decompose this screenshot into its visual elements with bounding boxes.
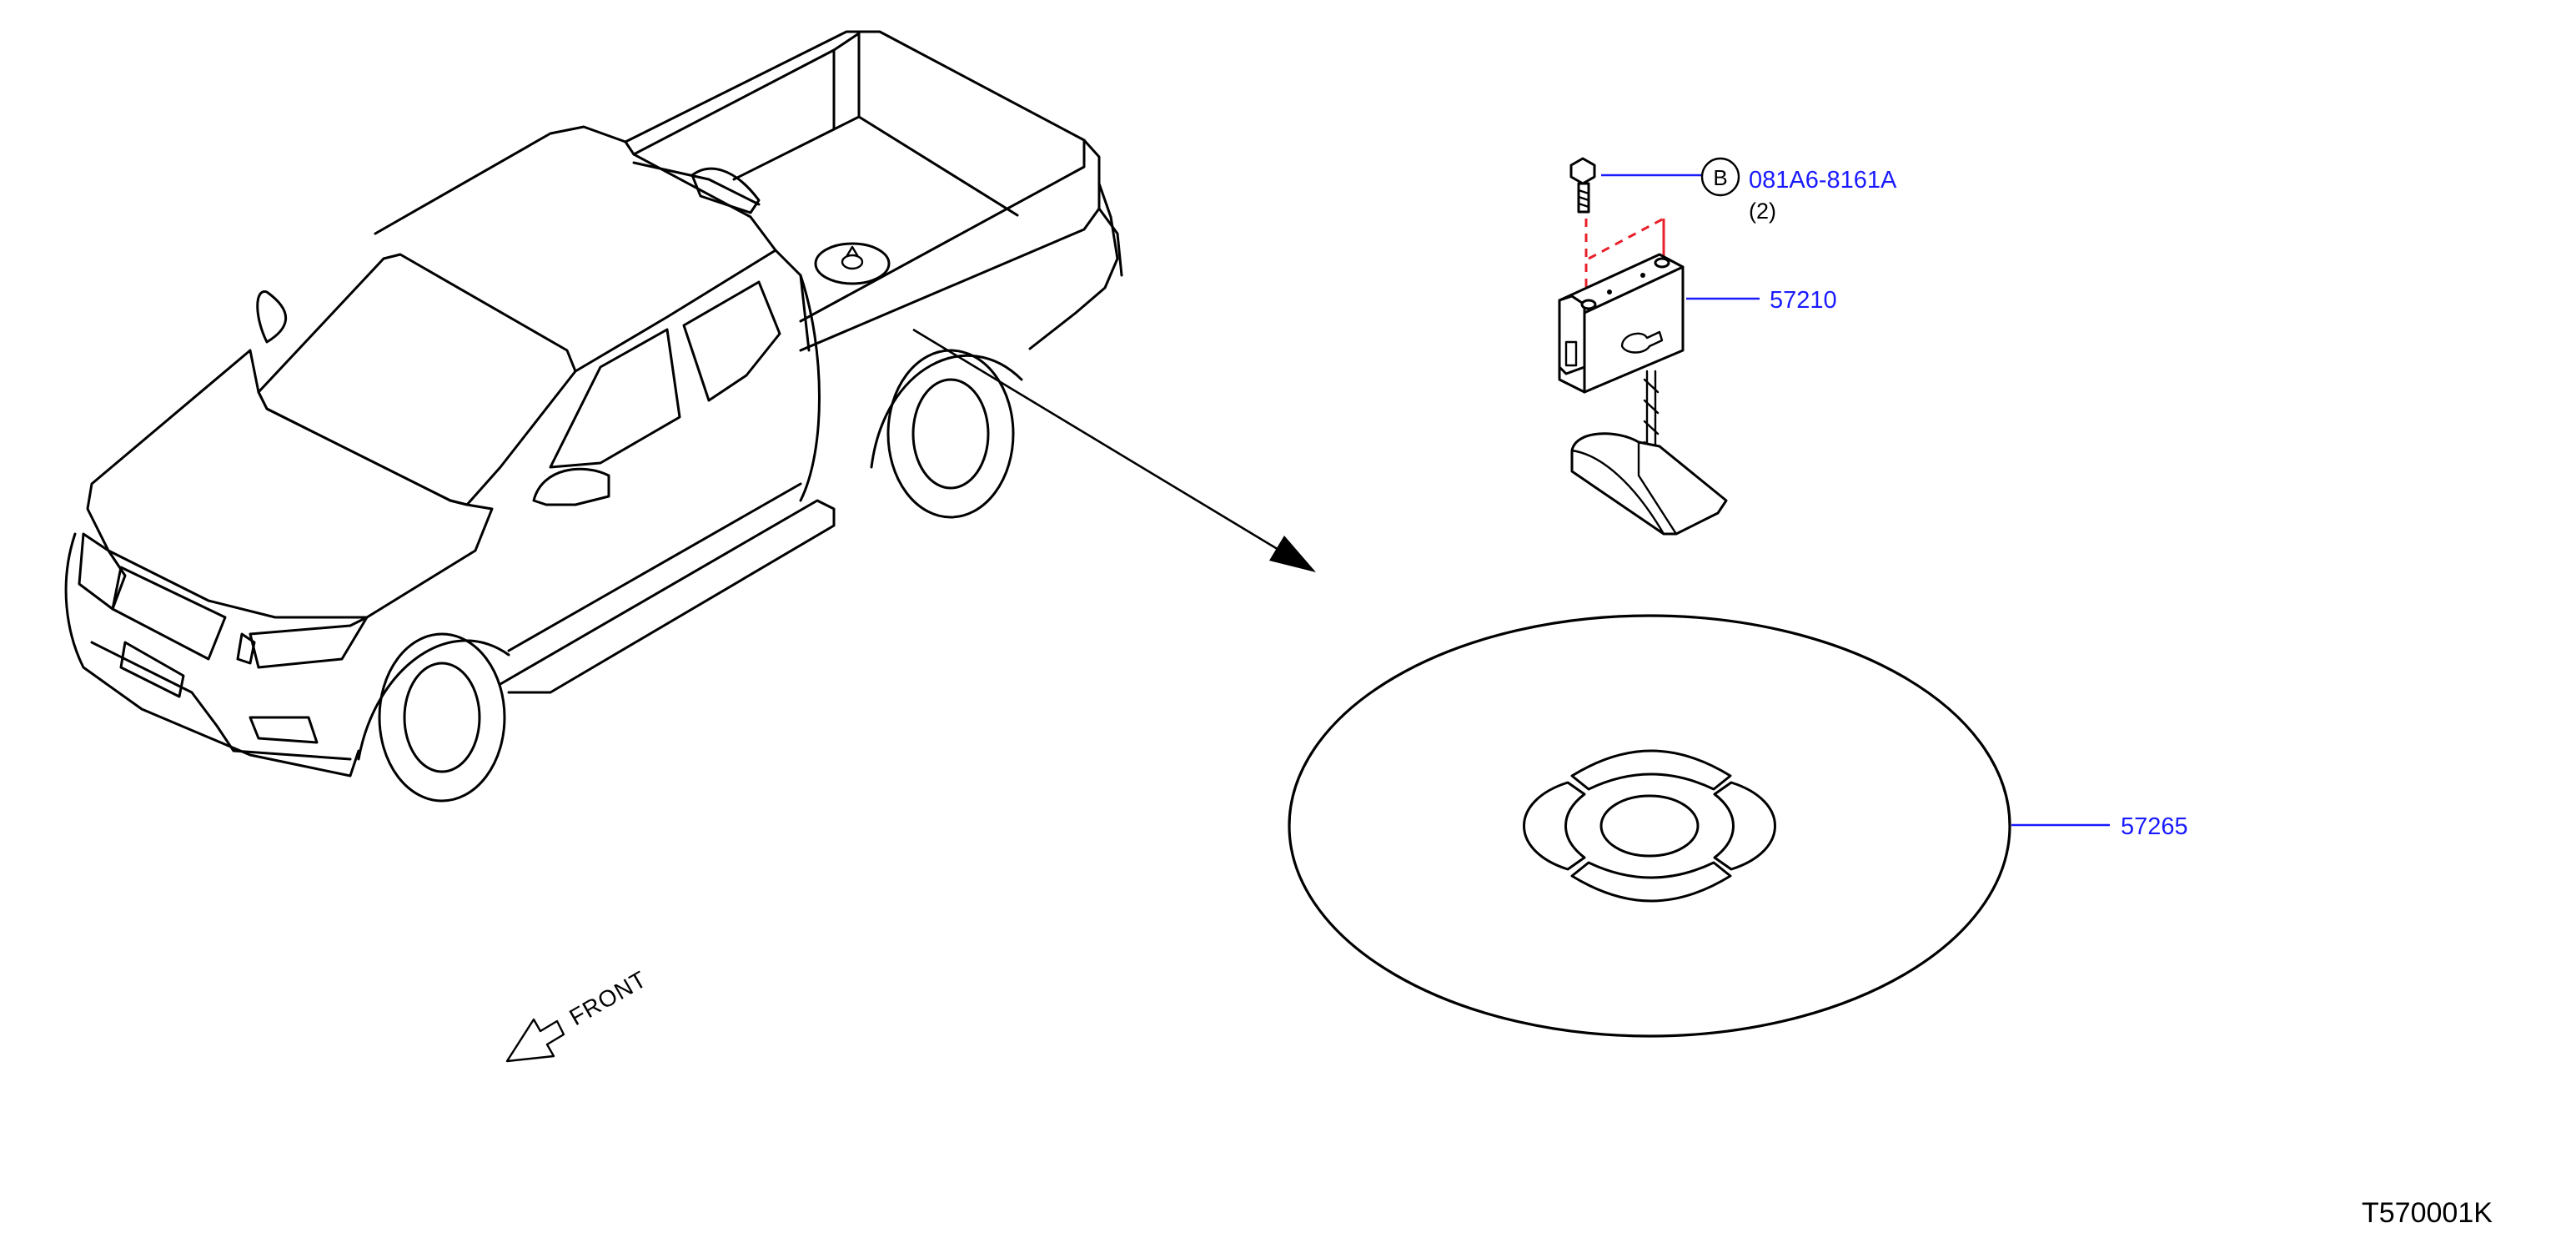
carrier-part-number: 57210 <box>1770 287 1837 314</box>
bolt-illustration <box>1569 157 1596 214</box>
spare-tire-part-number: 57265 <box>2121 813 2188 840</box>
callout-carrier: 57210 <box>1686 287 1837 314</box>
callout-spare-tire: 57265 <box>2011 813 2188 840</box>
location-arrow <box>912 328 1316 572</box>
callout-bolt: B 081A6-8161A (2) <box>1601 157 1897 224</box>
pickup-truck-illustration <box>64 30 1123 803</box>
bolt-quantity: (2) <box>1749 199 1776 224</box>
bolt-marker-letter: B <box>1713 165 1727 190</box>
front-direction-indicator: FRONT <box>505 966 651 1063</box>
alignment-lines <box>1584 217 1665 292</box>
figure-id: T570001K <box>2362 1197 2493 1229</box>
spare-tire-carrier-illustration <box>1558 253 1728 536</box>
bolt-part-number: 081A6-8161A <box>1749 167 1897 194</box>
spare-tire-illustration <box>1288 614 2011 1038</box>
marker-circle <box>1700 157 1740 197</box>
front-label: FRONT <box>565 966 651 1031</box>
